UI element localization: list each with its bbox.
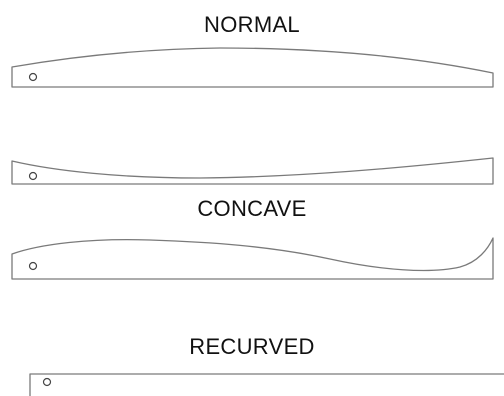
blade-outline-normal: [11, 47, 494, 88]
blade-outline-concave-top: [11, 157, 494, 185]
label-recurved: RECURVED: [189, 334, 315, 359]
blade-outline-recurved: [29, 373, 504, 396]
profile-recurved: [29, 373, 504, 396]
profile-concave: [11, 237, 494, 280]
label-normal: NORMAL: [204, 12, 300, 37]
pivot-hole-concave: [28, 261, 38, 271]
label-concave: CONCAVE: [197, 196, 307, 221]
pivot-hole-normal: [28, 72, 38, 82]
pivot-hole-recurved: [42, 377, 52, 387]
blade-outline-concave: [11, 237, 494, 280]
profile-concave-top: [11, 157, 494, 185]
profile-normal: [11, 47, 494, 88]
pivot-hole-concave-top: [28, 171, 38, 181]
